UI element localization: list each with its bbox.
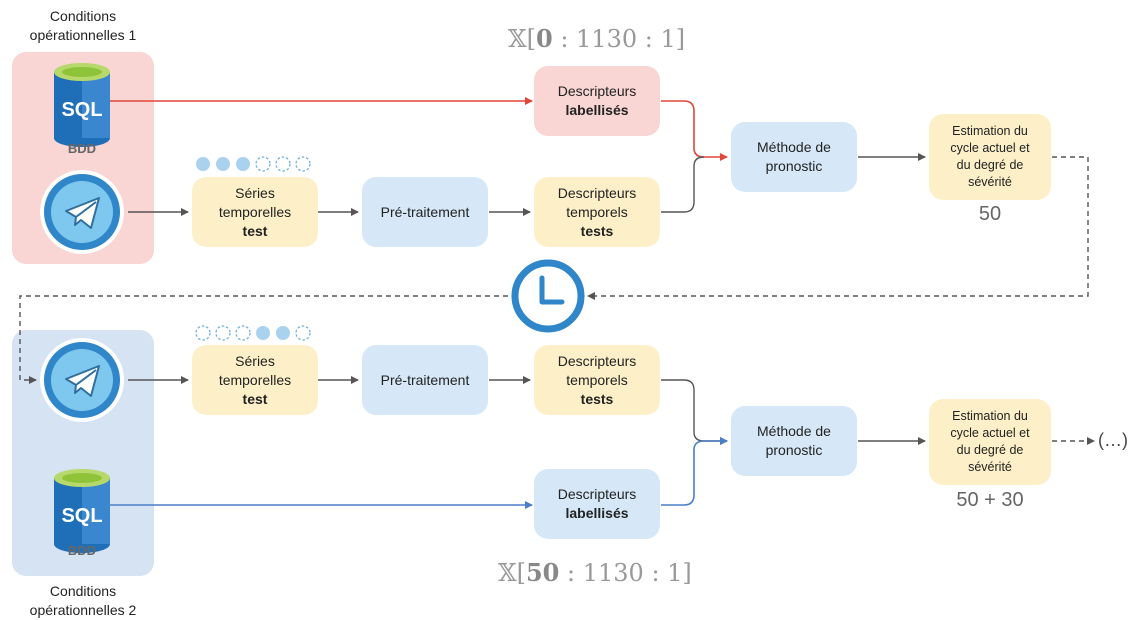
series-line1-top: Séries [235, 184, 275, 201]
progress-dots-bottom [195, 325, 311, 341]
bdd-label-bottom: BDD [67, 543, 97, 558]
sql-database-icon: SQL [54, 63, 110, 147]
labelled-line1-bottom: Descripteurs [557, 486, 637, 502]
filled-dot [216, 157, 230, 171]
feedback-loop-dashed [587, 156, 1089, 300]
method-line2-bottom: pronostic [765, 442, 823, 458]
preprocess-label-top: Pré-traitement [380, 203, 470, 220]
conditions-1-line1: Conditions [49, 8, 117, 24]
prognostic-method-bottom: Méthode de pronostic [731, 406, 857, 476]
series-line3-bottom: test [242, 390, 268, 407]
preprocessing-bottom: Pré-traitement [362, 345, 488, 415]
series-line2-top: temporelles [218, 203, 292, 220]
sql-text-top: SQL [61, 99, 102, 121]
temporal-line3-top: tests [580, 222, 614, 239]
temporal-line3-bottom: tests [580, 390, 614, 407]
conditions-2-label: Conditions opérationnelles 2 [8, 582, 158, 620]
test-series-bottom: Séries temporelles test [192, 345, 318, 415]
preprocessing-top: Pré-traitement [362, 177, 488, 247]
estimation-line2-top: cycle actuel et [950, 141, 1030, 155]
estimation-line2-bottom: cycle actuel et [950, 426, 1030, 440]
x-label-bottom-prefix: 𝕏[ [498, 559, 526, 587]
progress-dots-top [196, 156, 311, 172]
estimation-line4-bottom: sévérité [968, 460, 1012, 474]
labelled-descriptors-top: Descripteurs labellisés [534, 66, 660, 136]
estimation-line1-bottom: Estimation du [952, 409, 1028, 423]
sql-text-bottom: SQL [61, 505, 102, 527]
result-value-bottom: 50 + 30 [956, 489, 1024, 511]
estimation-top: Estimation du cycle actuel et du degré d… [929, 114, 1051, 200]
labelled-to-method-link-top [661, 100, 728, 161]
method-line1-top: Méthode de [757, 139, 831, 155]
empty-dot [295, 156, 311, 172]
labelled-to-method-link-bottom [661, 437, 728, 506]
x-label-bottom-bold: 50 [525, 558, 560, 587]
bdd-label-top: BDD [67, 141, 97, 156]
temporal-to-method-link-bottom [661, 379, 728, 445]
method-line1-bottom: Méthode de [757, 423, 831, 439]
estimation-line3-top: du degré de [956, 158, 1024, 172]
filled-dot [236, 157, 250, 171]
x-label-top-suffix: : 1130 : 1] [552, 25, 686, 53]
estimation-line1-top: Estimation du [952, 124, 1028, 138]
method-line2-top: pronostic [765, 158, 823, 174]
series-line1-bottom: Séries [235, 352, 275, 369]
empty-dot [295, 325, 311, 341]
empty-dot [195, 325, 211, 341]
empty-dot [235, 325, 251, 341]
filled-dot [196, 157, 210, 171]
series-line3-top: test [242, 222, 268, 239]
temporal-line2-bottom: temporels [566, 371, 628, 388]
labelled-descriptors-bottom: Descripteurs labellisés [534, 469, 660, 539]
temporal-line1-top: Descripteurs [557, 184, 637, 201]
labelled-line1-top: Descripteurs [557, 83, 637, 99]
test-series-top: Séries temporelles test [192, 177, 318, 247]
estimation-line3-bottom: du degré de [956, 443, 1024, 457]
temporal-line2-top: temporels [566, 203, 628, 220]
series-line2-bottom: temporelles [218, 371, 292, 388]
labelled-line2-bottom: labellisés [565, 505, 629, 521]
clock-to-next-dashed [19, 295, 508, 384]
result-value-top: 50 [978, 203, 1002, 225]
estimation-line4-top: sévérité [968, 175, 1012, 189]
continuation-ellipsis: (…) [1098, 430, 1128, 450]
conditions-1-line2: opérationnelles 1 [29, 27, 137, 43]
sql-database-icon: SQL [54, 469, 110, 553]
filled-dot [256, 326, 270, 340]
temporal-line1-bottom: Descripteurs [557, 352, 637, 369]
x-label-bottom-suffix: : 1130 : 1] [559, 559, 692, 587]
prognostic-method-top: Méthode de pronostic [731, 122, 857, 192]
estimation-bottom: Estimation du cycle actuel et du degré d… [929, 399, 1051, 485]
conditions-1-label: Conditions opérationnelles 1 [8, 7, 158, 45]
temporal-descriptors-top: Descripteurs temporels tests [534, 177, 660, 247]
labelled-line2-top: labellisés [565, 102, 629, 118]
clock-icon [511, 259, 585, 333]
empty-dot [275, 156, 291, 172]
temporal-descriptors-bottom: Descripteurs temporels tests [534, 345, 660, 415]
preprocess-label-bottom: Pré-traitement [380, 371, 470, 388]
telegram-send-icon [40, 170, 124, 254]
empty-dot [255, 156, 271, 172]
filled-dot [276, 326, 290, 340]
x-label-bottom: 𝕏[50 : 1130 : 1] [498, 558, 692, 587]
x-label-top-bold: 0 [535, 24, 553, 53]
telegram-send-icon [40, 338, 124, 422]
x-label-top-prefix: 𝕏[ [508, 25, 536, 53]
temporal-to-method-link-top [661, 156, 705, 213]
conditions-2-line2: opérationnelles 2 [29, 602, 137, 618]
conditions-2-line1: Conditions [49, 583, 117, 599]
empty-dot [215, 325, 231, 341]
x-label-top: 𝕏[0 : 1130 : 1] [508, 24, 685, 53]
